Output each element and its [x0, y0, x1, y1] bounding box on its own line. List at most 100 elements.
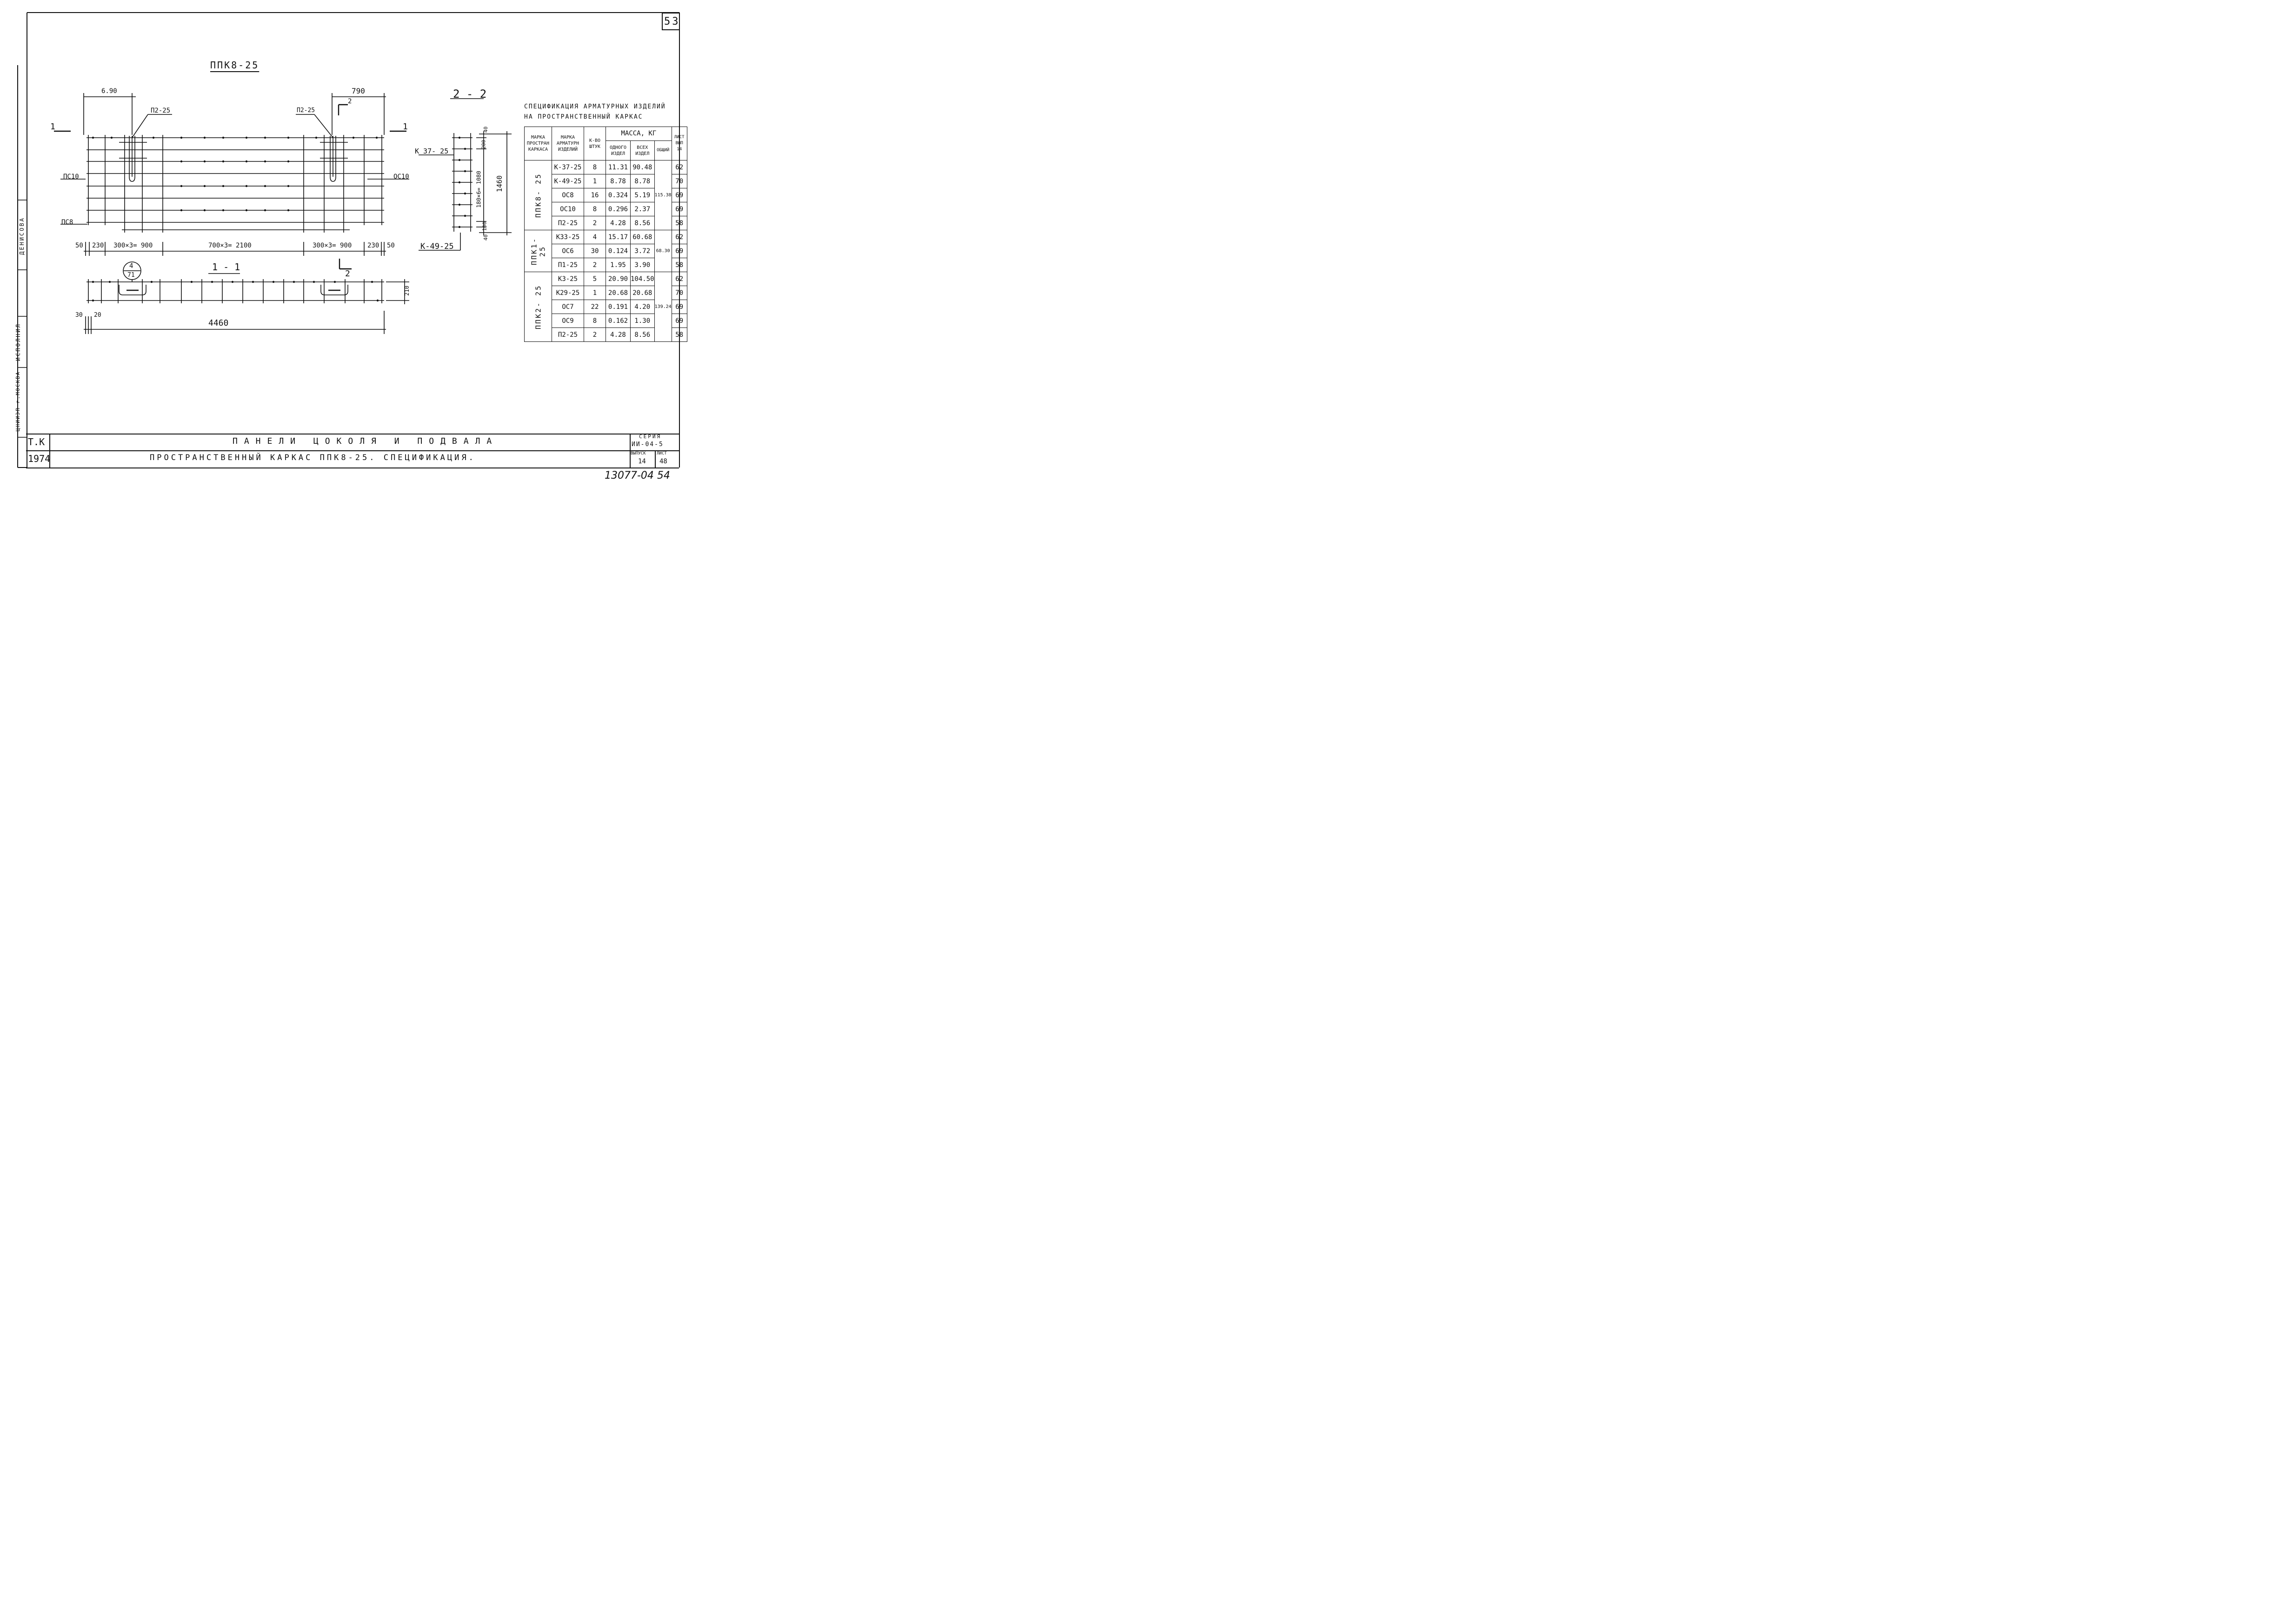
section-2-2-title: 2 - 2 — [453, 87, 487, 100]
stamp-name: ДЕНИСОВА — [18, 217, 25, 255]
dim-top-left: 6.90 — [101, 87, 117, 95]
one-cell: 15.17 — [606, 230, 631, 244]
dim-1-1-4460: 4460 — [208, 318, 229, 328]
sheet-cell: 58 — [671, 216, 687, 230]
sheet-number: 53 — [664, 16, 680, 27]
section-mark-1-right: 1 — [403, 122, 408, 132]
item-cell: К33-25 — [552, 230, 584, 244]
col-mark-item: МАРКА АРМАТУРН ИЗДЕЛИЙ — [552, 127, 584, 160]
qty-cell: 1 — [584, 286, 606, 300]
sheet-cell: 69 — [671, 188, 687, 202]
stamp-org: ЦНИИЭП г.МОСКВА — [15, 371, 21, 432]
dim-2-2-200: 200 — [480, 140, 487, 149]
tb-series: ИИ-04-5 — [632, 441, 664, 448]
item-cell: ОС8 — [552, 188, 584, 202]
qty-cell: 1 — [584, 174, 606, 188]
col-qty: К-ВО ШТУК — [584, 127, 606, 160]
bottom-code: 13077-04 54 — [605, 470, 670, 481]
dim-bottom-50-left: 50 — [75, 242, 83, 249]
table-row: ППК1- 25 К33-25 4 15.17 60.68 68.30 62 — [524, 230, 687, 272]
qty-cell: 2 — [584, 258, 606, 272]
col-sheet: ЛИСТ ВЫП 14 — [671, 127, 687, 160]
label-k49: К-49-25 — [420, 242, 454, 251]
tb-series-label: СЕРИЯ — [639, 434, 662, 440]
dim-bottom-230-right: 230 — [367, 242, 379, 249]
qty-cell: 2 — [584, 216, 606, 230]
one-cell: 0.296 — [606, 202, 631, 216]
item-cell: ОС9 — [552, 314, 584, 328]
label-pc8: ПС8 — [61, 219, 73, 226]
sheet-cell: 62 — [671, 230, 687, 244]
section-mark-2-top: 2 — [348, 98, 352, 105]
main-cage — [54, 93, 409, 256]
rebar-dots — [92, 136, 466, 302]
one-cell: 8.78 — [606, 174, 631, 188]
title-block: Т.К 1974 ПАНЕЛИ ЦОКОЛЯ И ПОДВАЛА ПРОСТРА… — [26, 434, 679, 468]
all-cell: 1.30 — [630, 314, 655, 328]
all-cell: 5.19 — [630, 188, 655, 202]
dim-2-2-40-bottom: 40 — [483, 234, 489, 241]
sheet-cell: 58 — [671, 327, 687, 342]
tb-issue-label: ВЫПУСК — [631, 451, 646, 456]
callout-top: 4 — [129, 262, 133, 270]
qty-cell: 2 — [584, 327, 606, 342]
sheet-cell: 62 — [671, 160, 687, 174]
tb-org: Т.К — [28, 436, 45, 448]
main-view-title: ППК8-25 — [210, 60, 260, 71]
all-cell: 3.72 — [630, 244, 655, 258]
label-p2-left: П2-25 — [151, 107, 171, 114]
label-k37: К 37- 25 — [415, 147, 449, 155]
tb-year: 1974 — [28, 453, 51, 464]
col-total: ОБЩИЙ — [654, 140, 672, 160]
qty-cell: 22 — [584, 300, 606, 314]
one-cell: 0.124 — [606, 244, 631, 258]
dim-1-1-210: 210 — [403, 286, 410, 296]
item-cell: П1-25 — [552, 258, 584, 272]
tb-issue: 14 — [638, 458, 646, 465]
all-cell: 3.90 — [630, 258, 655, 272]
item-cell: П2-25 — [552, 327, 584, 342]
frame-cell: ППК8- 25 — [524, 160, 552, 230]
tb-line1: ПАНЕЛИ ЦОКОЛЯ И ПОДВАЛА — [233, 436, 499, 446]
one-cell: 4.28 — [606, 216, 631, 230]
total-cell: 115.38 — [654, 160, 672, 230]
sheet-cell: 70 — [671, 286, 687, 300]
item-cell: К-37-25 — [552, 160, 584, 174]
one-cell: 11.31 — [606, 160, 631, 174]
drawing-canvas — [17, 12, 680, 468]
all-cell: 60.68 — [630, 230, 655, 244]
all-cell: 104.50 — [630, 272, 655, 286]
item-cell: ОС10 — [552, 202, 584, 216]
frame-cell: ППК1- 25 — [524, 230, 552, 272]
item-cell: К29-25 — [552, 286, 584, 300]
item-cell: К3-25 — [552, 272, 584, 286]
sheet-cell: 70 — [671, 174, 687, 188]
title-row-1 — [26, 434, 679, 451]
col-one: ОДНОГО ИЗДЕЛ — [606, 140, 631, 160]
dim-2-2-1460: 1460 — [495, 175, 504, 193]
one-cell: 0.191 — [606, 300, 631, 314]
sheet-cell: 69 — [671, 300, 687, 314]
all-cell: 8.78 — [630, 174, 655, 188]
tb-sheet: 48 — [659, 458, 667, 465]
dim-bottom-50-right: 50 — [387, 242, 395, 249]
frame-cell: ППК2- 25 — [524, 272, 552, 342]
dim-2-2-40-top: 40 — [483, 126, 489, 133]
sheet-cell: 69 — [671, 202, 687, 216]
section-mark-2-bottom: 2 — [345, 269, 350, 279]
sheet-cell: 69 — [671, 314, 687, 328]
section-mark-1-left: 1 — [50, 122, 55, 132]
one-cell: 0.162 — [606, 314, 631, 328]
dim-bottom-900-right: 300×3= 900 — [313, 242, 352, 249]
one-cell: 0.324 — [606, 188, 631, 202]
label-p2-right: П2-25 — [297, 107, 315, 114]
dim-bottom-900-left: 300×3= 900 — [113, 242, 153, 249]
tb-line2: ПРОСТРАНСТВЕННЫЙ КАРКАС ППК8-25. СПЕЦИФИ… — [150, 453, 476, 462]
dim-top-right: 790 — [352, 87, 365, 95]
section-1-1-drawing — [84, 259, 409, 334]
item-cell: ОС6 — [552, 244, 584, 258]
dim-1-1-20: 20 — [94, 312, 101, 319]
all-cell: 2.37 — [630, 202, 655, 216]
section-1-1-title: 1 - 1 — [212, 261, 240, 273]
total-cell: 68.30 — [654, 230, 672, 272]
